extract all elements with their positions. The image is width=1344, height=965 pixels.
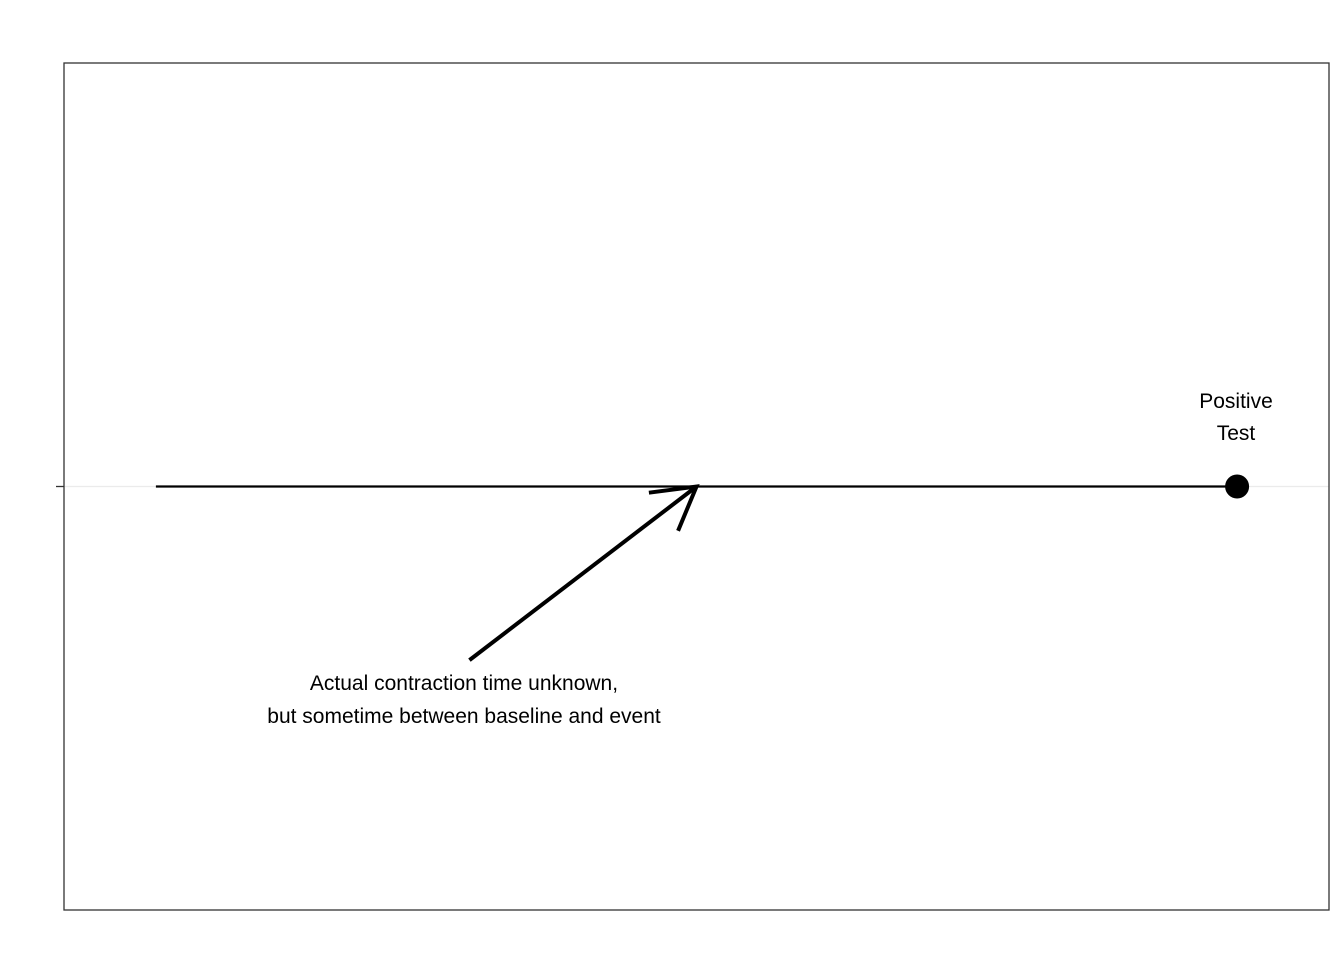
panel-border — [63, 62, 1330, 911]
point-label-line-2: Test — [1217, 422, 1256, 445]
annotation-arrow-shaft — [468, 484, 698, 662]
marks-layer — [155, 474, 1250, 662]
annotation-arrow-head — [648, 484, 700, 532]
point-labels: Positive Test — [1199, 390, 1273, 445]
annotation-layer: Actual contraction time unknown, but som… — [267, 672, 661, 728]
annotation-line-1: Actual contraction time unknown, — [310, 672, 618, 695]
annotation-line-2: but sometime between baseline and event — [267, 705, 661, 728]
point-marker-0 — [1225, 474, 1250, 499]
point-label-line-1: Positive — [1199, 390, 1273, 413]
